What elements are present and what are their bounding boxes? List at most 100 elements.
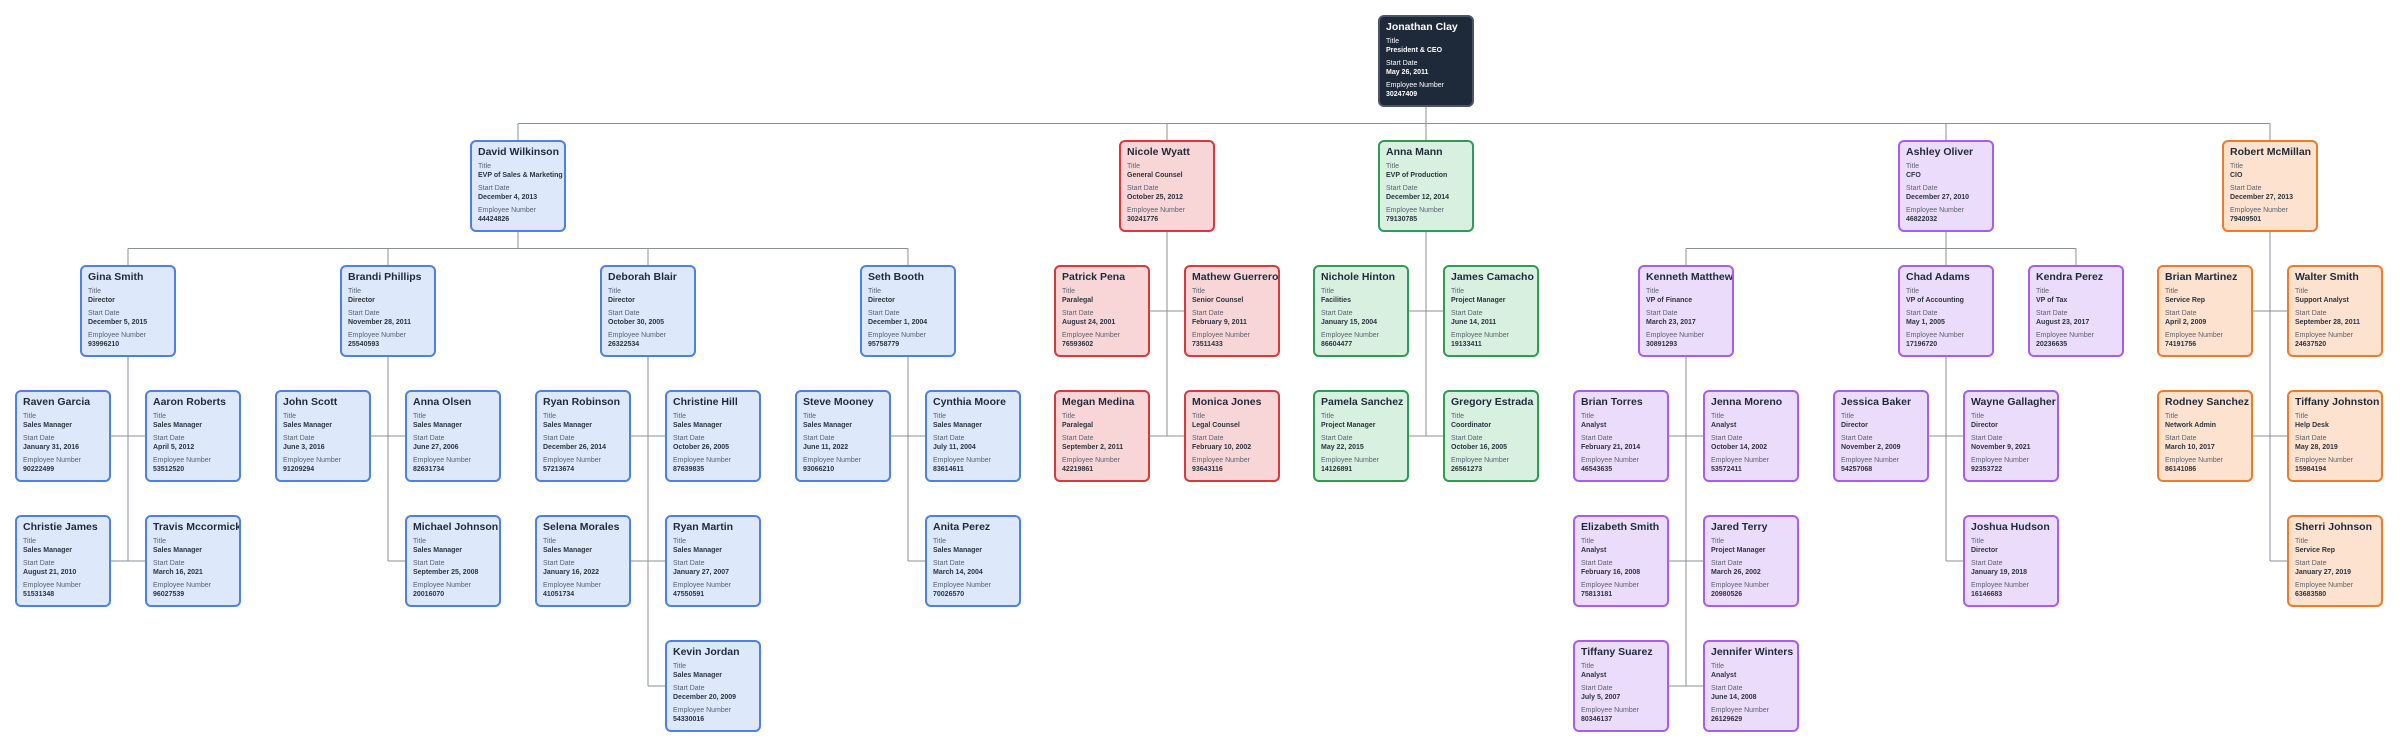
employee-number: 86141086 <box>2165 466 2197 473</box>
start-date: June 27, 2006 <box>413 444 459 451</box>
employee-number-label: Employee Number <box>88 332 146 339</box>
employee-number: 15984194 <box>2295 466 2327 473</box>
start-date: September 28, 2011 <box>2295 319 2360 326</box>
employee-title: Sales Manager <box>933 422 983 429</box>
employee-number-label: Employee Number <box>1386 82 1444 89</box>
employee-name: Michael Johnson <box>413 521 499 533</box>
employee-number: 46822032 <box>1906 216 1938 223</box>
start-date: January 16, 2022 <box>543 569 600 576</box>
employee-number: 47550591 <box>673 591 705 598</box>
employee-number-label: Employee Number <box>608 332 666 339</box>
start-date-label: Start Date <box>1971 560 2003 567</box>
employee-title: Help Desk <box>2295 422 2329 429</box>
employee-title: VP of Tax <box>2036 297 2068 304</box>
employee-name: Brandi Phillips <box>348 271 422 283</box>
employee-name: Jenna Moreno <box>1711 396 1783 408</box>
title-label: Title <box>2295 538 2308 545</box>
title-label: Title <box>2295 413 2308 420</box>
start-date: January 31, 2016 <box>23 444 80 451</box>
title-label: Title <box>1321 288 1334 295</box>
start-date: June 3, 2016 <box>283 444 325 451</box>
employee-name: Kevin Jordan <box>673 646 740 658</box>
employee-name: Steve Mooney <box>803 396 874 408</box>
employee-name: Elizabeth Smith <box>1581 521 1660 533</box>
employee-title: Analyst <box>1581 672 1607 679</box>
employee-name: Sherri Johnson <box>2295 521 2373 533</box>
start-date-label: Start Date <box>1192 310 1224 317</box>
start-date-label: Start Date <box>23 560 55 567</box>
start-date-label: Start Date <box>2295 435 2327 442</box>
start-date-label: Start Date <box>1321 435 1353 442</box>
employee-title: EVP of Sales & Marketing <box>478 172 563 179</box>
start-date: October 30, 2005 <box>608 319 665 326</box>
employee-title: Director <box>608 297 635 304</box>
employee-title: Legal Counsel <box>1192 422 1240 429</box>
employee-title: Sales Manager <box>23 422 73 429</box>
employee-number: 26322534 <box>608 341 640 348</box>
title-label: Title <box>2230 163 2243 170</box>
employee-number: 42219861 <box>1062 466 1094 473</box>
title-label: Title <box>478 163 491 170</box>
employee-name: Kendra Perez <box>2036 271 2104 283</box>
employee-name: Patrick Pena <box>1062 271 1126 283</box>
employee-number: 19133411 <box>1451 341 1482 348</box>
start-date-label: Start Date <box>88 310 120 317</box>
title-label: Title <box>543 413 556 420</box>
start-date-label: Start Date <box>543 560 575 567</box>
start-date: January 15, 2004 <box>1321 319 1378 326</box>
employee-name: John Scott <box>283 396 338 408</box>
title-label: Title <box>1581 538 1594 545</box>
employee-name: Tiffany Suarez <box>1581 646 1653 658</box>
